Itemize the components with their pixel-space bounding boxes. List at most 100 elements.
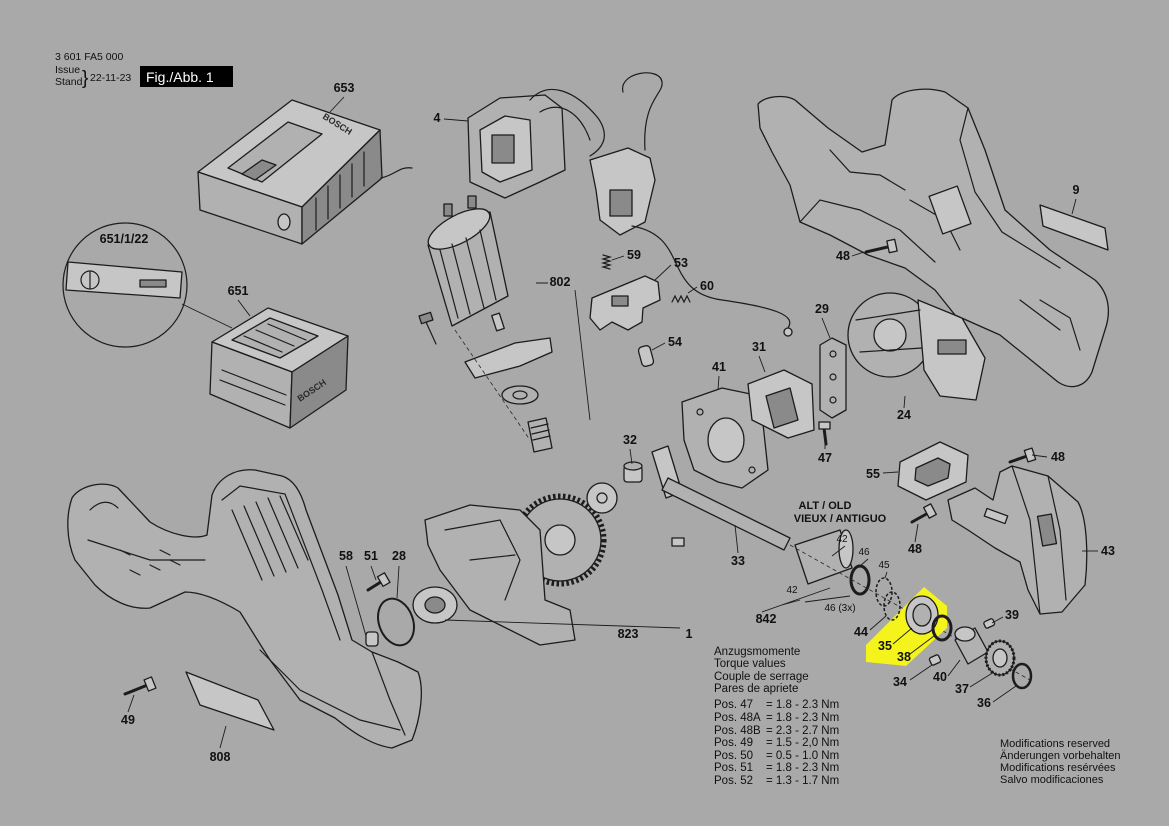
gearbox-823 <box>412 504 576 646</box>
part-label-42-old: 42 <box>836 534 848 545</box>
torque-row-value: = 2.3 - 2.7 Nm <box>766 725 839 737</box>
part-label-55: 55 <box>866 467 880 481</box>
o-ring-36 <box>1011 662 1033 690</box>
part-label-42: 42 <box>786 585 798 596</box>
part-labels: 653 4 9 651/1/22 651 59 53 802 60 48 29 … <box>100 81 1115 764</box>
torque-row-value: = 1.5 - 2,0 Nm <box>766 737 839 749</box>
part-label-58: 58 <box>339 549 353 563</box>
screw-48-upper <box>864 238 898 254</box>
torque-heading-de: Anzugsmomente <box>714 646 800 658</box>
plate-31 <box>747 369 815 439</box>
circlip-44 <box>883 591 901 621</box>
part-label-53: 53 <box>674 256 688 270</box>
part-label-45-old: 45 <box>878 560 890 571</box>
label-sticker-9 <box>1039 204 1109 251</box>
part-label-823: 823 <box>618 627 639 641</box>
shoe-43 <box>947 465 1088 615</box>
torque-row-value: = 1.8 - 2.3 Nm <box>766 699 839 711</box>
spring-59 <box>600 254 613 270</box>
figure-number: Fig./Abb. 1 <box>146 69 214 85</box>
pin-34 <box>928 654 942 666</box>
drawing-header: 3 601 FA5 000 Issue Stand } 22-11-23 Fig… <box>55 51 233 89</box>
pin-54 <box>637 345 655 367</box>
housing-half-9 <box>757 88 1109 388</box>
torque-row-pos: Pos. 49 <box>714 737 753 749</box>
torque-row-value: = 1.3 - 1.7 Nm <box>766 775 839 787</box>
battery-651: BOSCH <box>209 307 349 429</box>
torque-heading-fr: Couple de serrage <box>714 671 809 683</box>
spring-60 <box>671 294 691 304</box>
part-label-29: 29 <box>815 302 829 316</box>
issue-brace: } <box>82 68 88 89</box>
torque-row-value: = 1.8 - 2.3 Nm <box>766 762 839 774</box>
part-label-35: 35 <box>878 639 892 653</box>
part-label-46-old: 46 <box>858 547 870 558</box>
part-label-651: 651 <box>228 284 249 298</box>
switch-assembly-4 <box>467 72 793 337</box>
ring-46-old <box>849 564 871 596</box>
part-label-48-right: 48 <box>1051 450 1065 464</box>
part-label-31: 31 <box>752 340 766 354</box>
screw-51 <box>366 572 391 592</box>
part-label-39: 39 <box>1005 608 1019 622</box>
torque-row-value: = 0.5 - 1.0 Nm <box>766 750 839 762</box>
torque-row-pos: Pos. 51 <box>714 762 753 774</box>
housing-half-1 <box>67 469 422 749</box>
torque-row-pos: Pos. 52 <box>714 775 753 787</box>
issue-label: Issue <box>55 64 80 76</box>
part-label-54: 54 <box>668 335 682 349</box>
plunger-33 <box>651 445 791 551</box>
plate-29 <box>819 337 847 419</box>
leader-lines <box>127 96 1098 749</box>
part-label-9: 9 <box>1073 183 1080 197</box>
part-label-802: 802 <box>550 275 571 289</box>
plate-41 <box>681 387 769 489</box>
stand-label: Stand <box>55 76 83 88</box>
sleeve-42-old <box>794 529 854 585</box>
pin-39 <box>983 618 996 629</box>
part-label-48-lower: 48 <box>908 542 922 556</box>
label-sticker-808 <box>185 671 275 731</box>
label-detail-651-1-22 <box>62 222 233 348</box>
part-label-653: 653 <box>334 81 355 95</box>
modifications-es: Salvo modificaciones <box>1000 774 1104 786</box>
sleeve-40 <box>954 626 989 665</box>
assembly-axis <box>789 544 1031 681</box>
part-label-43: 43 <box>1101 544 1115 558</box>
bearing-35 <box>905 595 939 635</box>
gasket-28 <box>377 597 415 647</box>
modifications-fr: Modifications resérvées <box>1000 762 1116 774</box>
old-version-line-1: ALT / OLD <box>799 500 852 512</box>
torque-row-value: = 1.8 - 2.3 Nm <box>766 712 839 724</box>
part-label-24: 24 <box>897 408 911 422</box>
plate-55 <box>897 441 969 501</box>
ring-38 <box>931 614 953 642</box>
part-label-44: 44 <box>854 625 868 639</box>
part-label-808: 808 <box>210 750 231 764</box>
part-label-33: 33 <box>731 554 745 568</box>
part-label-60: 60 <box>700 279 714 293</box>
torque-row-pos: Pos. 48B <box>714 725 761 737</box>
old-version-line-2: VIEUX / ANTIGUO <box>794 513 887 525</box>
torque-heading-es: Pares de apriete <box>714 683 798 695</box>
figure-box <box>140 66 233 87</box>
part-label-46-3x: 46 (3x) <box>824 603 855 614</box>
part-label-40: 40 <box>933 670 947 684</box>
old-version-note: ALT / OLD VIEUX / ANTIGUO <box>794 500 887 525</box>
part-label-51: 51 <box>364 549 378 563</box>
bushing-32 <box>623 461 643 483</box>
drawing-number: 3 601 FA5 000 <box>55 51 123 63</box>
screw-48-lower <box>910 503 937 524</box>
torque-row-pos: Pos. 47 <box>714 699 753 711</box>
torque-heading-en: Torque values <box>714 658 786 670</box>
part-label-37: 37 <box>955 682 969 696</box>
charger-653: BOSCH <box>197 99 413 245</box>
part-label-651-1-22: 651/1/22 <box>100 232 149 246</box>
torque-row-pos: Pos. 50 <box>714 750 753 762</box>
torque-values-block: Anzugsmomente Torque values Couple de se… <box>714 646 839 787</box>
part-label-41: 41 <box>712 360 726 374</box>
modifications-en: Modifications reserved <box>1000 738 1110 750</box>
issue-date: 22-11-23 <box>90 72 131 84</box>
part-label-34: 34 <box>893 675 907 689</box>
